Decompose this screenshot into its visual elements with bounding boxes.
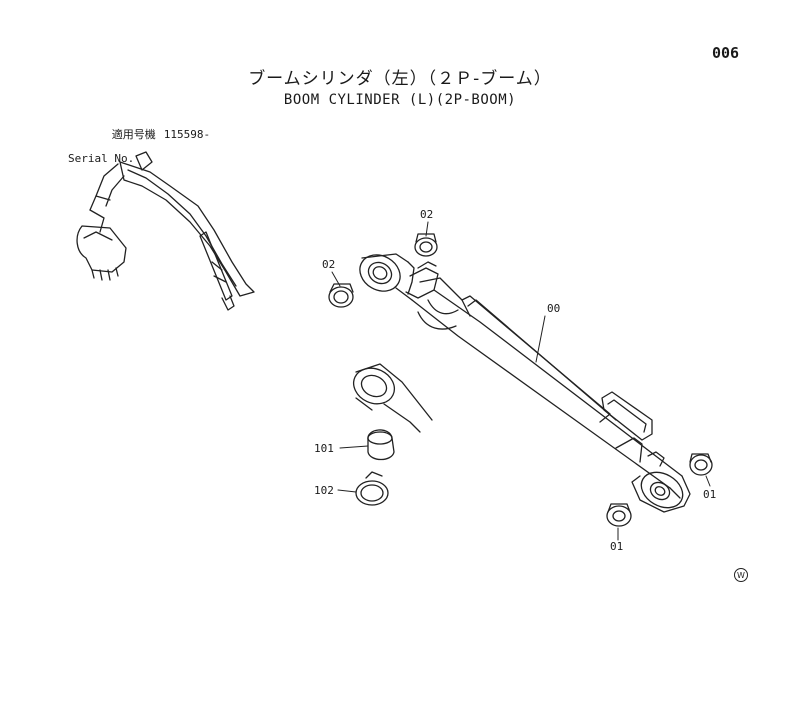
pin-bushing-02-top: [414, 233, 438, 257]
callout-102: 102: [314, 484, 334, 497]
callout-02-left: 02: [322, 258, 335, 271]
pin-bushing-01-bottom: [606, 503, 632, 527]
callout-02-top: 02: [420, 208, 433, 221]
bushing-101-part: [367, 429, 395, 461]
callout-01-bottom: 01: [610, 540, 623, 553]
excavator-locator-icon: [76, 151, 255, 311]
boom-cylinder-assembly: [359, 253, 691, 513]
title-english: BOOM CYLINDER (L)(2P-BOOM): [283, 92, 517, 108]
serial-label-english: Serial No.: [68, 152, 135, 165]
pin-bushing-02-left: [328, 283, 354, 308]
serial-label-japanese: 適用号機: [111, 128, 156, 141]
callout-00: 00: [547, 302, 560, 315]
rod-eye-part: [353, 363, 433, 433]
serial-number-block: 適用号機 115598- Serial No.: [66, 117, 210, 165]
corner-mark-letter: W: [737, 571, 745, 580]
callout-101: 101: [314, 442, 334, 455]
serial-number: 115598-: [163, 128, 211, 141]
clamp-102-part: [355, 471, 389, 506]
w-circle-icon: W: [734, 568, 748, 582]
callout-labels: 00 02 02 01 01 101 102: [314, 208, 716, 553]
callout-leaders: [331, 221, 711, 541]
title-japanese: ブームシリンダ（左）（２Ｐ-ブーム）: [248, 69, 552, 89]
callout-01-right: 01: [703, 488, 716, 501]
pin-bushing-01-right: [689, 453, 713, 476]
page-number: 006: [712, 44, 740, 62]
